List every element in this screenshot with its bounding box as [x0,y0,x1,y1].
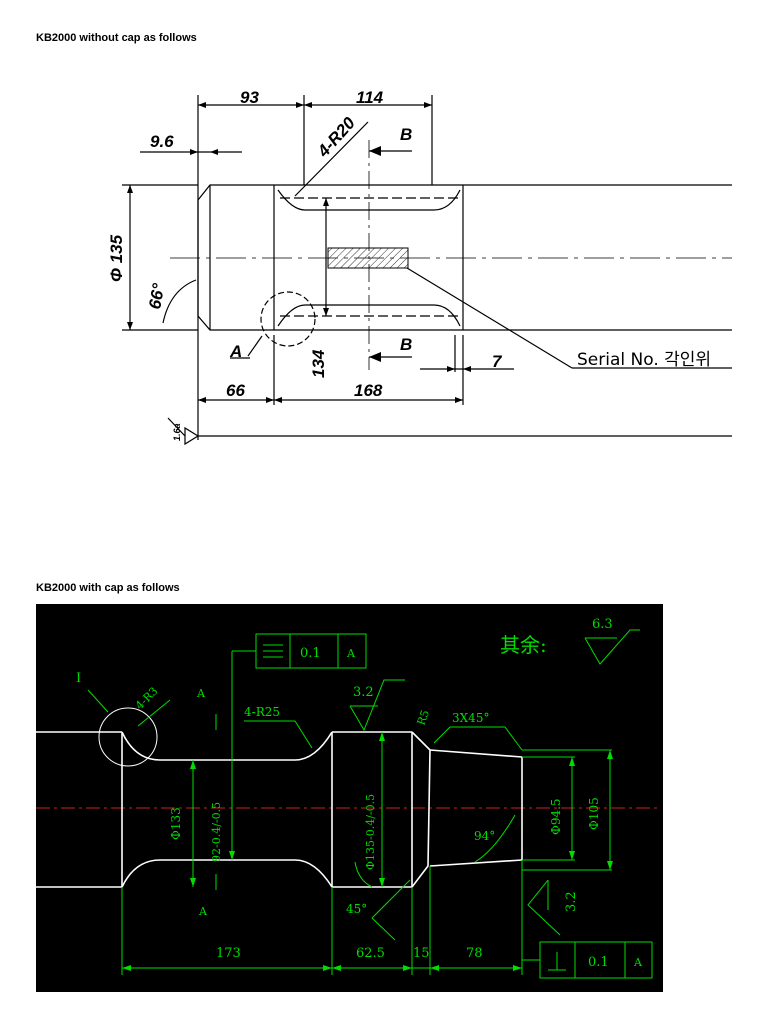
roughness-3-2-bottom: 3.2 [564,891,579,912]
section-a-bottom: A [198,905,208,918]
detail-i-circle [98,707,158,767]
rest-roughness-value: 6.3 [592,617,613,632]
dia-135: Φ135-0.4/-0.5 [364,794,377,870]
dim-66: 66 [226,381,245,400]
detail-a-label: A [229,342,242,361]
rest-roughness-label: 其余: [500,633,547,657]
perpendicular-tolerance: 0.1 [588,955,609,970]
serial-note: Serial No. 각인위 [577,350,711,370]
flatness-datum: A [346,647,356,660]
angle-45: 45° [346,902,367,916]
dim-9-6: 9.6 [150,132,174,151]
detail-i-label: I [76,671,81,686]
section-b-bottom: B [400,335,412,354]
angle-94: 94° [474,829,495,843]
flatness-tolerance: 0.1 [300,646,321,661]
cad-background [36,604,663,992]
dia-94-5: Φ94.5 [549,798,563,835]
dia-133: Φ133 [169,807,183,840]
dim-134: 134 [309,349,328,378]
dimension-lines [87,629,653,979]
dim-173: 173 [216,946,241,961]
dim-angle-66: 66° [145,282,168,311]
dim-93: 93 [240,88,259,107]
r5-label: R5 [415,708,432,727]
dim-15: 15 [413,946,430,961]
heading-with-cap: KB2000 with cap as follows [36,582,180,594]
dia-105: Φ105 [587,797,601,830]
roughness-3-2: 3.2 [353,685,374,700]
dim-7: 7 [492,352,503,371]
dim-168: 168 [354,381,383,400]
dim-78: 78 [466,946,483,961]
dim-114: 114 [356,88,384,107]
perpendicular-datum: A [633,956,643,969]
dim-62-5: 62.5 [356,946,385,961]
dim-92: 92-0.4/-0.5 [210,802,223,862]
part-outline [36,731,523,888]
chamfer-label: 3X45° [452,711,489,725]
serial-hatch-area [327,247,409,269]
heading-without-cap: KB2000 without cap as follows [36,32,197,44]
dim-dia-135: Φ 135 [107,234,126,282]
section-b-top: B [400,125,412,144]
roughness-1-6a: 1.6a [172,423,182,441]
section-a-top: A [196,687,206,700]
r25-label: 4-R25 [244,705,280,719]
